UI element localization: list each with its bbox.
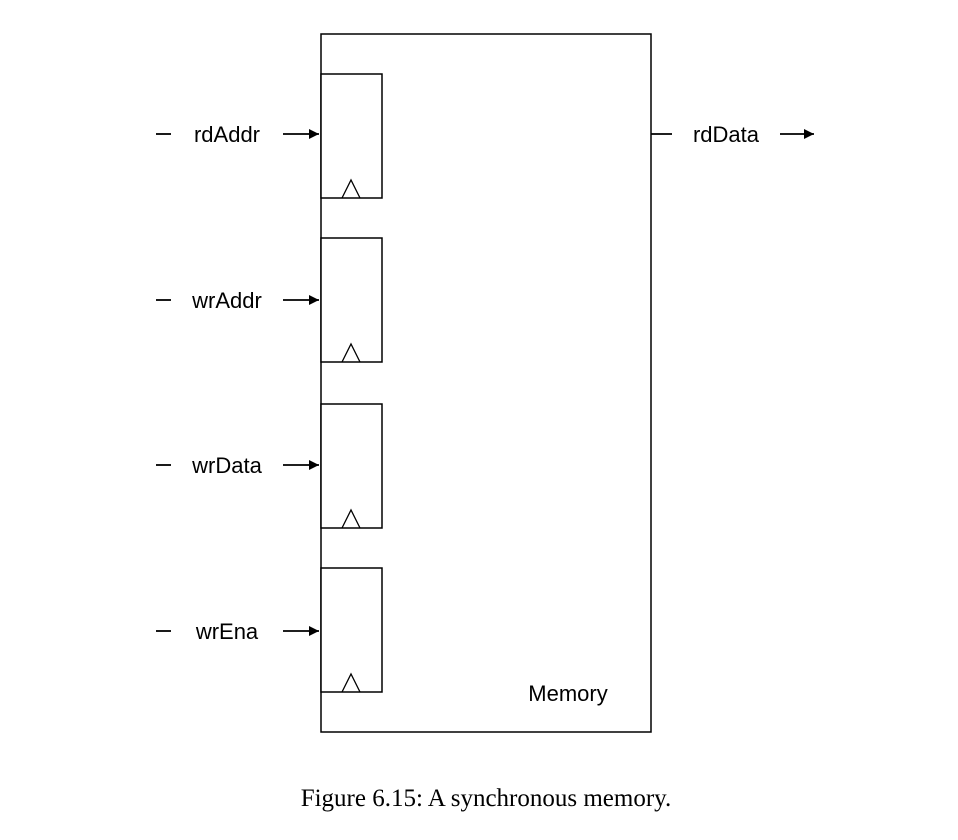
memory-block (320, 33, 652, 733)
memory-block-label: Memory (528, 681, 607, 706)
register-box (320, 567, 383, 693)
input-register-rdaddr: rdAddr (156, 73, 383, 199)
figure-caption: Figure 6.15: A synchronous memory. (301, 785, 672, 812)
register-box (320, 73, 383, 199)
output-label-rddata: rdData (693, 122, 760, 147)
clock-triangle-icon (341, 672, 361, 693)
clock-triangle-icon (341, 178, 361, 199)
register-box (320, 237, 383, 363)
input-register-wrdata: wrData (156, 403, 383, 529)
input-label-rdaddr: rdAddr (194, 122, 260, 147)
clock-triangle-icon (341, 508, 361, 529)
input-register-wrena: wrEna (156, 567, 383, 693)
input-label-wraddr: wrAddr (191, 288, 262, 313)
output-rddata: rdData (651, 122, 814, 147)
clock-triangle-icon (341, 342, 361, 363)
input-register-wraddr: wrAddr (156, 237, 383, 363)
input-label-wrdata: wrData (191, 453, 262, 478)
input-label-wrena: wrEna (195, 619, 259, 644)
register-box (320, 403, 383, 529)
